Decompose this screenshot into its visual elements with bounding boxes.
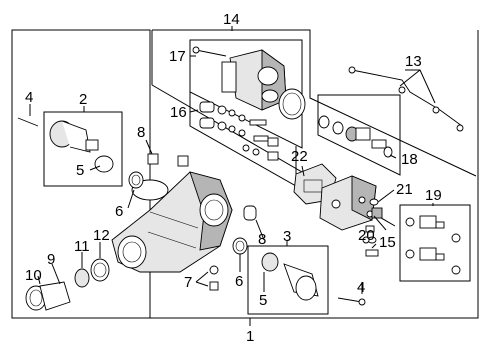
output-parts-left: [25, 258, 110, 311]
callout-8a: 8: [137, 124, 145, 141]
callout-13: 13: [405, 53, 422, 70]
callout-22: 22: [291, 148, 308, 165]
box-3: [247, 245, 329, 315]
callout-16: 16: [170, 104, 187, 121]
callout-21: 21: [396, 181, 413, 198]
callout-19: 19: [425, 187, 442, 204]
actuator-motor: [192, 46, 306, 120]
box-17: [189, 39, 303, 149]
box-18: [317, 94, 401, 176]
group-14-box: [152, 29, 477, 177]
callout-18: 18: [401, 151, 418, 168]
shaft-3: [261, 252, 319, 301]
callout-5a: 5: [76, 162, 84, 179]
callout-3: 3: [283, 228, 291, 245]
sensor-parts: [365, 198, 383, 257]
loose-parts: [17, 117, 370, 306]
flange-2: [49, 120, 114, 173]
callout-4b: 4: [357, 279, 365, 296]
callout-2: 2: [79, 91, 87, 108]
callout-1: 1: [246, 328, 254, 345]
callout-10: 10: [25, 267, 42, 284]
callout-6a: 6: [115, 203, 123, 220]
leader-lines: [29, 55, 434, 294]
assembly-frame-bottom: [12, 30, 479, 319]
box-2: [43, 111, 123, 187]
callout-5b: 5: [259, 292, 267, 309]
box-19: [399, 204, 471, 282]
callout-17: 17: [169, 48, 186, 65]
callout-11: 11: [74, 238, 90, 255]
leader-13: [399, 69, 436, 104]
box-16-outline: [189, 92, 297, 187]
callout-7: 7: [184, 274, 192, 291]
callout-6b: 6: [235, 273, 243, 290]
seal-kit-18: [318, 115, 393, 158]
callout-4a: 4: [25, 89, 33, 106]
callout-12: 12: [93, 227, 110, 244]
control-module: [319, 175, 377, 231]
differential-housing: [111, 171, 233, 273]
callout-9: 9: [47, 251, 55, 268]
parts-19: [405, 215, 461, 275]
small-parts-kit: [199, 101, 279, 161]
callout-14: 14: [223, 11, 240, 28]
callout-15: 15: [379, 234, 396, 251]
pipe-13: [348, 66, 464, 132]
callout-20: 20: [358, 227, 375, 244]
callout-8b: 8: [258, 231, 266, 248]
